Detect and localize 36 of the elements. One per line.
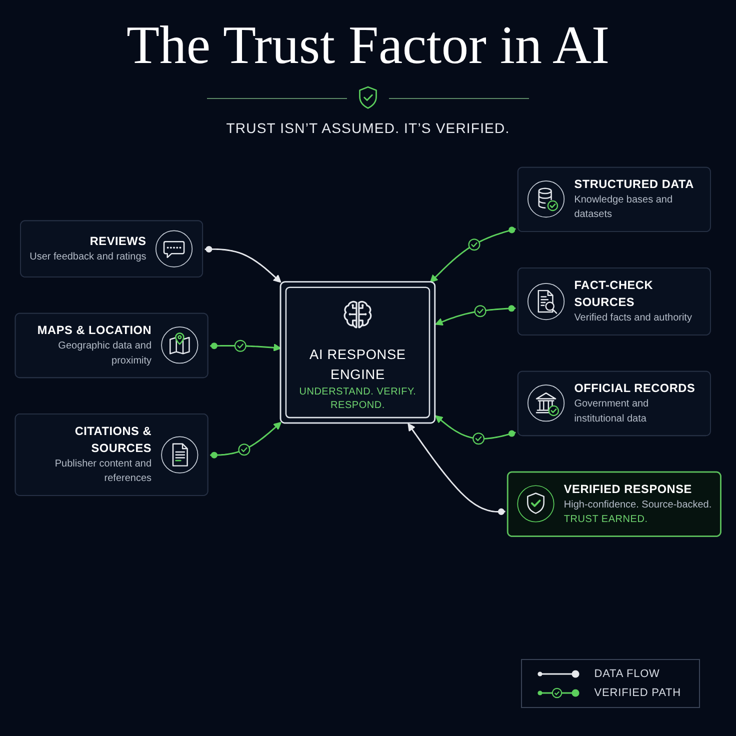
arrow [430, 228, 516, 283]
node-description: Publisher content and references [54, 458, 152, 484]
subtitle: TRUST ISN’T ASSUMED. IT’S VERIFIED. [226, 120, 510, 136]
source-box [14, 414, 208, 496]
legend-text: DATA FLOW [594, 668, 660, 680]
engine-box [280, 281, 436, 424]
arrow [435, 415, 516, 440]
node-heading: CITATIONS & SOURCES [74, 424, 152, 455]
legend-text: VERIFIED PATH [594, 687, 681, 699]
source-box [517, 370, 711, 436]
arrow [408, 423, 506, 512]
node-heading: AI RESPONSE ENGINE [310, 347, 406, 382]
node-heading: MAPS & LOCATION [37, 323, 152, 337]
arrow [210, 343, 282, 352]
result-box [506, 471, 722, 537]
source-box [517, 166, 711, 232]
node-description: High-confidence. Source-backed. [564, 499, 712, 510]
node-description: Knowledge bases and datasets [574, 194, 673, 220]
node-heading: STRUCTURED DATA [574, 177, 694, 191]
source-box [14, 312, 208, 378]
node-description: User feedback and ratings [30, 251, 146, 262]
node-description: Geographic data and proximity [58, 340, 152, 366]
node-tagline: UNDERSTAND. VERIFY. RESPOND. [299, 386, 416, 412]
node-description: Government and institutional data [574, 398, 649, 424]
node-heading: VERIFIED RESPONSE [564, 482, 692, 496]
source-box [517, 267, 711, 336]
node-heading: REVIEWS [90, 234, 146, 248]
node-tagline: TRUST EARNED. [564, 514, 648, 525]
title: The Trust Factor in AI [125, 14, 611, 76]
node-heading: OFFICIAL RECORDS [574, 381, 696, 395]
node-description: Verified facts and authority [574, 312, 692, 324]
node-heading: FACT-CHECK SOURCES [574, 278, 654, 309]
arrow [210, 422, 282, 456]
arrow [204, 248, 282, 283]
arrow [435, 307, 516, 326]
source-box [20, 220, 204, 278]
